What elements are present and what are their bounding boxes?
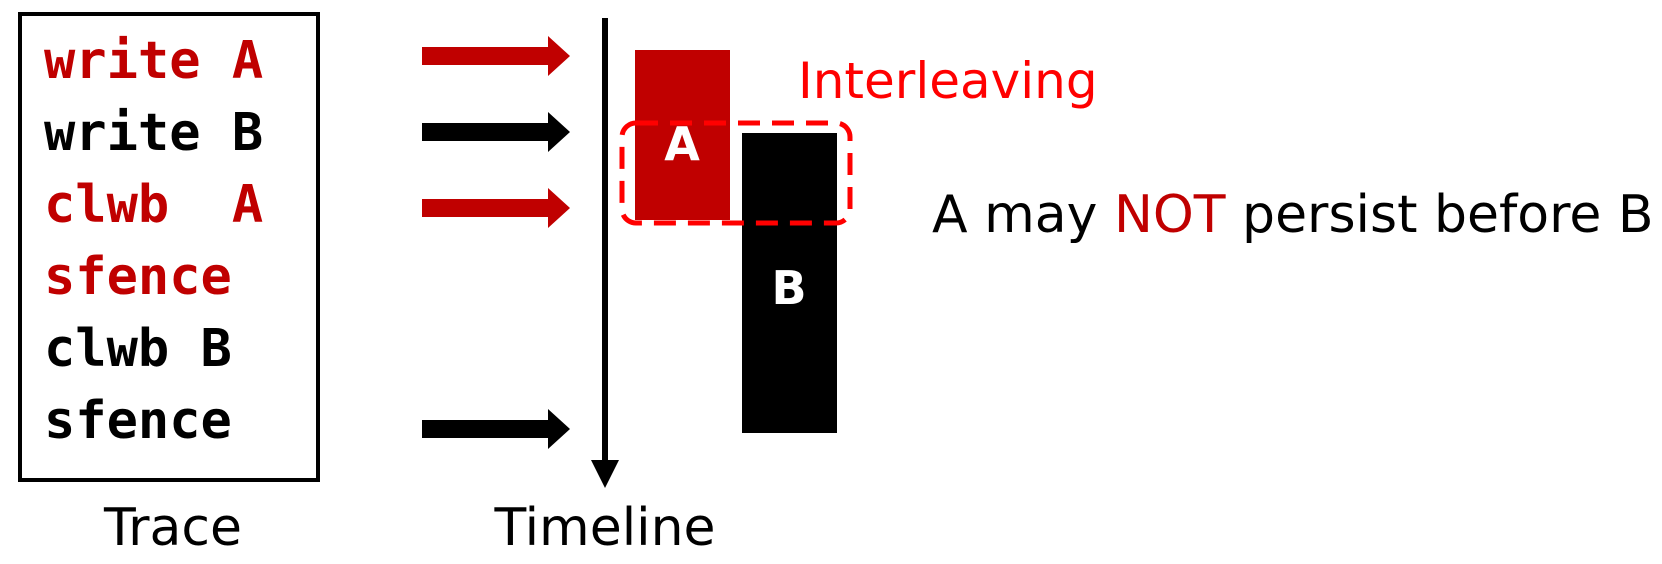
- trace-line-2: write B: [44, 103, 263, 163]
- arrow-right-icon: [422, 409, 570, 449]
- trace-line-6: sfence: [44, 391, 232, 451]
- trace-panel: write A write B clwb A sfence clwb B sfe…: [18, 12, 320, 482]
- trace-line-4: sfence: [44, 247, 232, 307]
- persist-block-b: [742, 133, 837, 433]
- block-a-label: A: [664, 117, 700, 171]
- arrow-right-icon: [422, 188, 570, 228]
- arrow-right-icon: [422, 112, 570, 152]
- interleaving-region: [619, 120, 853, 226]
- note-emphasis: NOT: [1114, 185, 1226, 245]
- interleaving-label: Interleaving: [798, 52, 1098, 110]
- trace-line-3: clwb A: [44, 175, 263, 235]
- note-suffix: persist before B: [1226, 185, 1654, 245]
- arrow-down-icon: [591, 18, 619, 488]
- timeline-caption: Timeline: [493, 498, 715, 558]
- trace-line-1: write A: [44, 31, 263, 91]
- trace-line-5: clwb B: [44, 319, 232, 379]
- arrow-right-icon: [422, 36, 570, 76]
- note-prefix: A may: [932, 185, 1114, 245]
- ordering-note: A may NOT persist before B: [932, 185, 1654, 245]
- trace-caption: Trace: [103, 498, 242, 558]
- persist-block-a: [635, 50, 730, 220]
- block-b-label: B: [771, 261, 806, 315]
- trace-box: [18, 12, 320, 482]
